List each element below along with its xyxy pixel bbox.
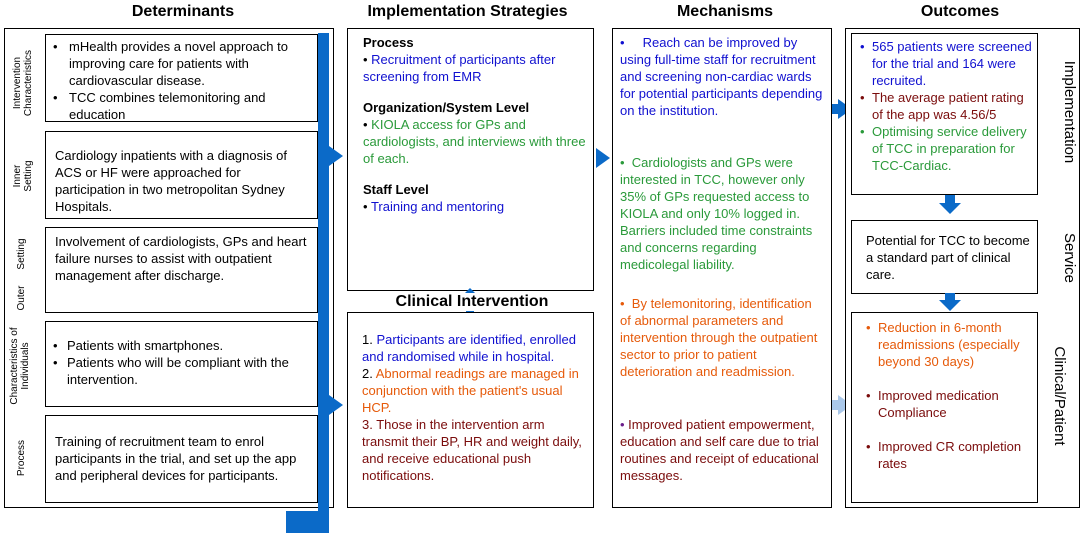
determinant-outer-setting (45, 227, 318, 313)
outcome-implementation-box (851, 33, 1038, 195)
impl-item-1: •565 patients were screened for the tria… (860, 39, 1032, 88)
label-inner-setting: Inner Setting (12, 160, 34, 192)
impl-item-2: •The average patient rating of the app w… (860, 90, 1024, 122)
clinical-box (347, 312, 594, 508)
clinical-item-2: Abnormal readings are managed in conjunc… (362, 366, 579, 415)
clinical-item-3: 3. Those in the intervention arm transmi… (362, 417, 582, 483)
strategy-org-item: KIOLA access for GPs and cardiologists, … (363, 117, 586, 166)
mechanism-2: • Cardiologists and GPs were interested … (620, 155, 813, 272)
strategy-org-head: Organization/System Level (363, 100, 530, 115)
clinical-item-1: Participants are identified, enrolled an… (362, 332, 576, 364)
impl-item-3: •Optimising service delivery of TCC in p… (860, 124, 1027, 173)
label-outer-setting-bottom: Outer (16, 285, 27, 311)
mechanism-4: • Improved patient empowerment, educatio… (620, 417, 819, 483)
determinants-title: Determinants (131, 3, 235, 20)
strategies-title: Implementation Strategies (367, 3, 568, 20)
determinant-text-3: Involvement of cardiologists, GPs and he… (55, 234, 307, 283)
arrow-service-to-clinical (939, 300, 961, 311)
label-process: Process (16, 439, 27, 477)
determinant-text-4: Patients with smartphones. Patients who … (53, 337, 315, 388)
determinant-inner-setting (45, 131, 318, 219)
strategy-staff-head: Staff Level (363, 182, 429, 197)
outcome-clinical-text: •Reduction in 6-month readmissions (espe… (866, 319, 1036, 472)
label-outer-setting-top: Setting (16, 238, 27, 270)
clinical-text: 1. Participants are identified, enrolled… (362, 331, 590, 484)
strategies-text: Process • Recruitment of participants af… (363, 34, 588, 215)
label-implementation: Implementation (1061, 60, 1078, 164)
mechanisms-box (612, 28, 832, 508)
mechanism-3: • By telemonitoring, identification of a… (620, 296, 818, 379)
determinant-text-2: Cardiology inpatients with a diagnosis o… (55, 148, 287, 214)
arrow-service-to-clinical-stem (945, 293, 955, 302)
strategy-staff-item: Training and mentoring (370, 199, 505, 214)
label-service: Service (1061, 232, 1078, 284)
determinant-process (45, 415, 318, 503)
mechanisms-title: Mechanisms (676, 3, 774, 20)
label-intervention-characteristics: Intervention Characteristics (12, 49, 34, 117)
arrow-to-implementation-stem (832, 104, 840, 114)
label-clinical-patient: Clinical/Patient (1051, 346, 1068, 446)
determinant-text-1: mHealth provides a novel approach to imp… (53, 38, 315, 123)
strategy-process-head: Process (363, 35, 414, 50)
determinant-text-5: Training of recruitment team to enrol pa… (55, 434, 297, 483)
label-characteristics-individuals: Characteristics of Individuals (9, 327, 31, 405)
determinants-connector-bar (318, 33, 329, 513)
arrow-impl-to-service (939, 203, 961, 214)
outcome-clinical-box (851, 312, 1038, 503)
outcomes-title: Outcomes (920, 3, 1000, 20)
arrow-to-clinical (329, 395, 343, 415)
arrow-to-clinical-outcome-stem (832, 400, 840, 410)
outcome-implementation-text: •565 patients were screened for the tria… (860, 38, 1034, 174)
clinical-title: Clinical Intervention (372, 293, 572, 311)
outcome-service-text: Potential for TCC to become a standard p… (866, 233, 1030, 282)
clin-item-1: •Reduction in 6-month readmissions (espe… (866, 320, 1020, 369)
outcome-service-box (851, 220, 1038, 294)
connector-foot (286, 511, 329, 533)
strategy-process-item: Recruitment of participants after screen… (363, 52, 556, 84)
clin-item-2: •Improved medication Compliance (866, 388, 999, 420)
strategies-box (347, 28, 594, 291)
arrow-to-mechanisms (596, 148, 610, 168)
clin-item-3: •Improved CR completion rates (866, 439, 1022, 471)
mechanism-1: • Reach can be improved by using full-ti… (620, 35, 823, 118)
arrow-to-strategies (329, 146, 343, 166)
arrow-impl-to-service-stem (945, 195, 955, 204)
